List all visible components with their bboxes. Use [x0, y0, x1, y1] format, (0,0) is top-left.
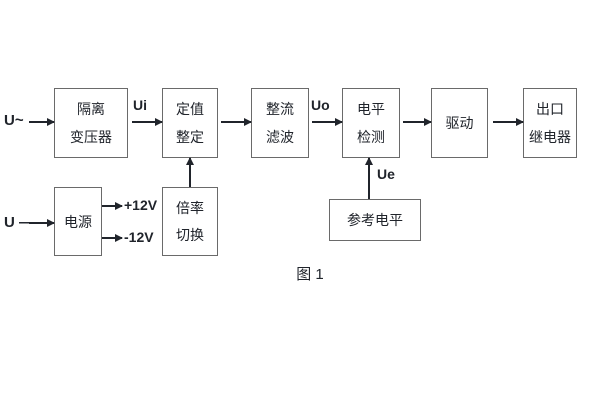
label-dc-input: U — [4, 214, 34, 231]
block-output-relay: 出口 继电器 [523, 88, 577, 158]
block-label: 电源 [64, 213, 92, 230]
label-minus-12v: -12V [124, 229, 154, 245]
arrow-detection-to-drive [403, 118, 432, 125]
arrow-multiplier-to-setting [186, 157, 193, 187]
block-isolation-transformer: 隔离 变压器 [54, 88, 128, 158]
arrow-setting-to-rectifier [221, 118, 252, 125]
block-reference-level: 参考电平 [329, 199, 421, 241]
block-setting-adjust: 定值 整定 [162, 88, 218, 158]
block-power-supply: 电源 [54, 187, 102, 256]
arrow-ue [365, 157, 372, 199]
block-label: 滤波 [266, 128, 294, 145]
block-drive: 驱动 [431, 88, 488, 158]
arrow-drive-to-relay [493, 118, 524, 125]
block-label: 继电器 [529, 128, 571, 145]
arrow-plus-12v [102, 202, 123, 209]
arrow-ac-input [29, 118, 55, 125]
block-label: 隔离 [77, 101, 105, 118]
block-label: 倍率 [176, 200, 204, 216]
arrow-uo [312, 118, 343, 125]
label-uo: Uo [311, 97, 330, 113]
label-ui: Ui [133, 97, 147, 113]
arrow-dc-input [29, 219, 55, 226]
arrow-ui [132, 118, 163, 125]
block-label: 驱动 [445, 115, 474, 131]
figure-caption: 图 1 [296, 266, 324, 283]
block-label: 参考电平 [347, 212, 403, 228]
block-label: 整定 [176, 128, 204, 145]
block-label: 电平 [357, 101, 385, 118]
arrow-minus-12v [102, 234, 123, 241]
label-ac-input: U~ [4, 112, 24, 129]
label-ue: Ue [377, 166, 395, 182]
block-level-detection: 电平 检测 [342, 88, 400, 158]
block-label: 切换 [176, 227, 204, 243]
block-label: 出口 [536, 101, 564, 118]
block-label: 变压器 [70, 128, 112, 145]
block-label: 整流 [266, 101, 294, 118]
block-multiplier-switch: 倍率 切换 [162, 187, 218, 256]
block-rectifier-filter: 整流 滤波 [251, 88, 309, 158]
label-plus-12v: +12V [124, 197, 158, 213]
block-label: 检测 [357, 128, 385, 145]
block-label: 定值 [176, 101, 204, 118]
